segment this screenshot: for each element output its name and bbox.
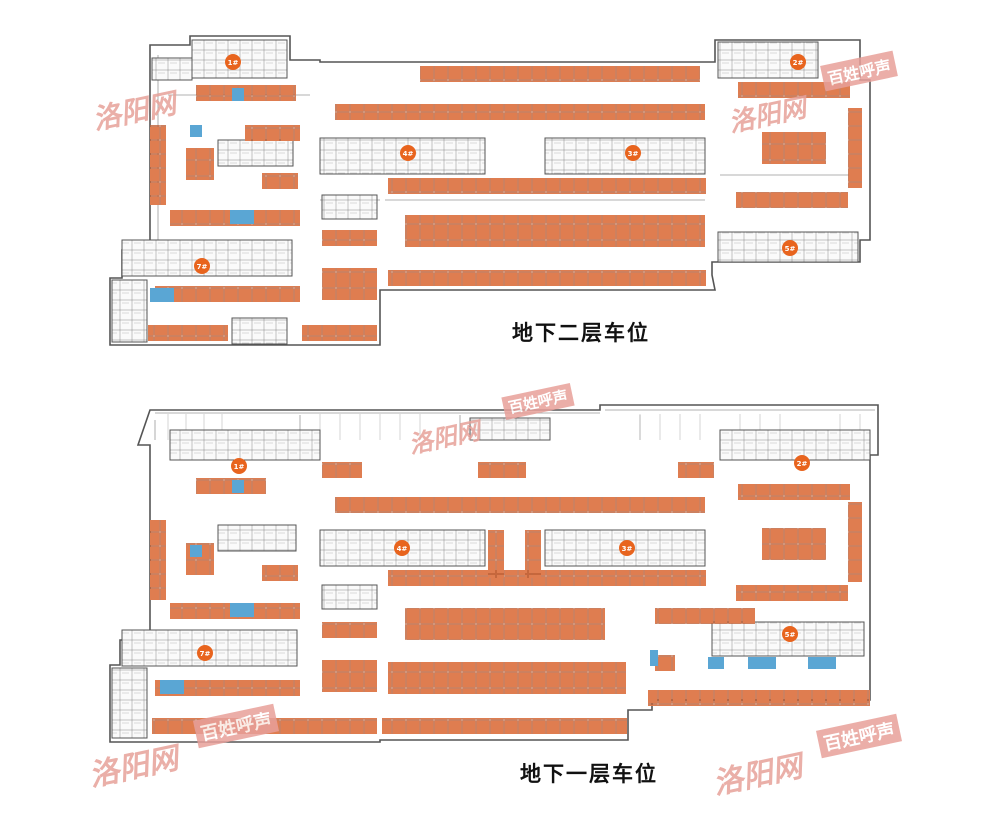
core-block [321, 584, 378, 610]
accessible-stall [650, 650, 658, 666]
svg-text:5#: 5# [785, 245, 796, 253]
core-block [544, 137, 706, 175]
accessible-stall [230, 210, 254, 224]
core-block [169, 429, 321, 461]
floor-caption-b2: 地下二层车位 [512, 320, 650, 345]
svg-text:1#: 1# [228, 59, 239, 67]
core-block [217, 139, 294, 167]
svg-text:3#: 3# [622, 545, 633, 553]
accessible-stall [230, 603, 254, 617]
core-marker-b2-2: 2# [790, 54, 806, 70]
core-marker-b2-4: 4# [400, 145, 416, 161]
core-marker-b1-4: 4# [394, 540, 410, 556]
core-block [231, 317, 288, 345]
core-block [111, 667, 148, 739]
accessible-stall [808, 657, 836, 669]
svg-text:2#: 2# [793, 59, 804, 67]
accessible-stall [232, 88, 244, 101]
svg-text:7#: 7# [200, 650, 211, 658]
core-block [469, 417, 551, 441]
core-markers: 1# 2# 3# 4# 5# 7# 1# 2# 3# 4# 5# 7# [194, 54, 810, 661]
core-marker-b1-5: 5# [782, 626, 798, 642]
parking-stalls-b1 [150, 462, 870, 734]
svg-text:3#: 3# [628, 150, 639, 158]
core-block [719, 429, 871, 461]
floor-caption-b1: 地下一层车位 [520, 761, 658, 786]
core-block [321, 194, 378, 220]
parking-stalls-b2 [148, 66, 862, 341]
svg-text:2#: 2# [797, 460, 808, 468]
accessible-stall [160, 680, 184, 694]
core-marker-b2-3: 3# [625, 145, 641, 161]
svg-text:4#: 4# [403, 150, 414, 158]
core-marker-b1-3: 3# [619, 540, 635, 556]
accessible-stall [748, 657, 776, 669]
core-block [217, 524, 297, 552]
accessible-stall [190, 545, 202, 557]
floor-plan-b2 [109, 35, 871, 346]
core-marker-b2-1: 1# [225, 54, 241, 70]
svg-text:5#: 5# [785, 631, 796, 639]
accessible-stall [150, 288, 174, 302]
accessible-stall [232, 480, 244, 493]
accessible-stall [190, 125, 202, 137]
core-marker-b1-2: 2# [794, 455, 810, 471]
svg-text:1#: 1# [234, 463, 245, 471]
core-block [111, 279, 148, 343]
core-marker-b2-7: 7# [194, 258, 210, 274]
core-block [151, 57, 193, 81]
core-marker-b1-7: 7# [197, 645, 213, 661]
accessible-stall [708, 657, 724, 669]
core-marker-b2-5: 5# [782, 240, 798, 256]
floor-plan-b1 [109, 404, 879, 743]
svg-text:7#: 7# [197, 263, 208, 271]
svg-text:4#: 4# [397, 545, 408, 553]
core-marker-b1-1: 1# [231, 458, 247, 474]
